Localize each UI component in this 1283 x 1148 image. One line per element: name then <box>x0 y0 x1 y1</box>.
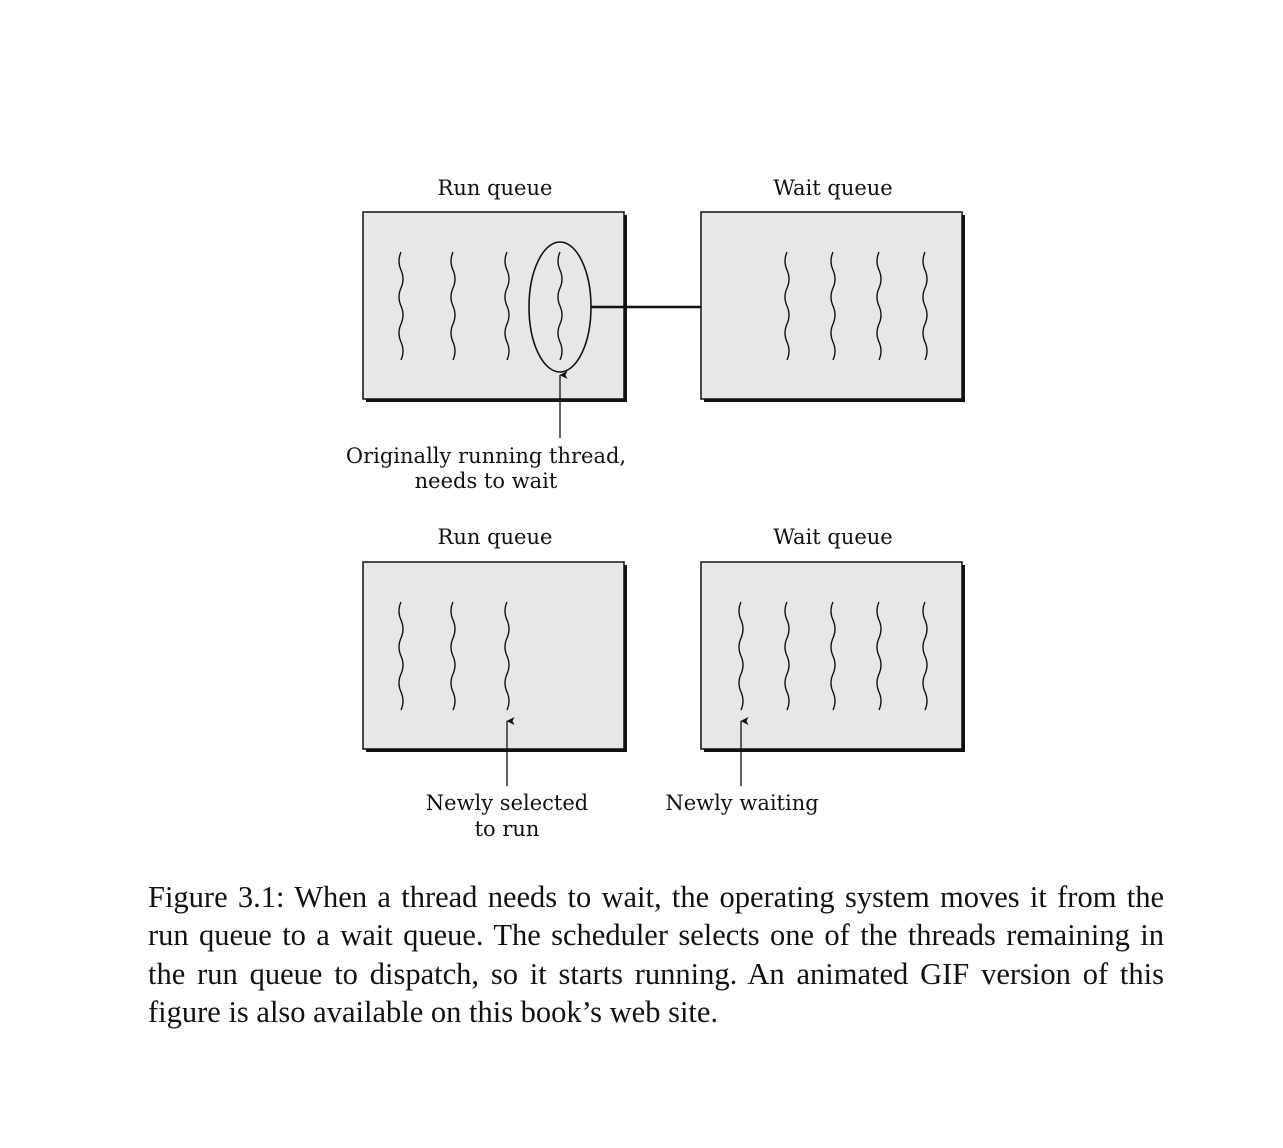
thread-icon <box>504 251 510 361</box>
bottom-run-queue-threads <box>398 601 510 711</box>
scheduling-diagram: Run queue Originally running thread, nee… <box>346 176 965 841</box>
thread-icon <box>450 601 456 711</box>
thread-icon <box>784 251 790 361</box>
bottom-run-queue-box <box>362 561 625 750</box>
bottom-wait-queue-title: Wait queue <box>773 525 892 549</box>
top-wait-queue-box <box>700 211 963 400</box>
bottom-run-queue-panel: Run queue Newly selected to run <box>362 525 627 841</box>
bottom-wait-queue-threads <box>738 601 928 711</box>
top-wait-queue-title: Wait queue <box>773 176 892 200</box>
thread-icon <box>398 601 404 711</box>
running-thread-icon <box>557 251 563 361</box>
running-thread-annotation-line2: needs to wait <box>415 469 558 493</box>
newly-selected-annotation-line2: to run <box>475 817 540 841</box>
thread-icon <box>830 251 836 361</box>
thread-icon <box>922 601 928 711</box>
running-thread-annotation-line1: Originally running thread, <box>346 444 626 468</box>
figure-caption: Figure 3.1: When a thread needs to wait,… <box>148 880 1164 1029</box>
newly-waiting-thread-icon <box>738 601 744 711</box>
top-wait-queue-threads <box>784 251 928 361</box>
bottom-wait-queue-panel: Wait queue Newly waiting <box>665 525 965 815</box>
newly-selected-annotation-line1: Newly selected <box>426 791 588 815</box>
bottom-run-queue-title: Run queue <box>438 525 553 549</box>
thread-icon <box>784 601 790 711</box>
top-run-queue-title: Run queue <box>438 176 553 200</box>
thread-icon <box>830 601 836 711</box>
thread-icon <box>450 251 456 361</box>
top-run-queue-threads <box>398 251 563 361</box>
thread-icon <box>398 251 404 361</box>
newly-selected-thread-icon <box>504 601 510 711</box>
thread-icon <box>876 601 882 711</box>
top-run-queue-box <box>362 211 625 400</box>
top-wait-queue-panel: Wait queue <box>700 176 965 402</box>
newly-waiting-annotation: Newly waiting <box>665 791 818 815</box>
top-run-queue-panel: Run queue Originally running thread, nee… <box>346 176 627 493</box>
thread-icon <box>922 251 928 361</box>
thread-icon <box>876 251 882 361</box>
